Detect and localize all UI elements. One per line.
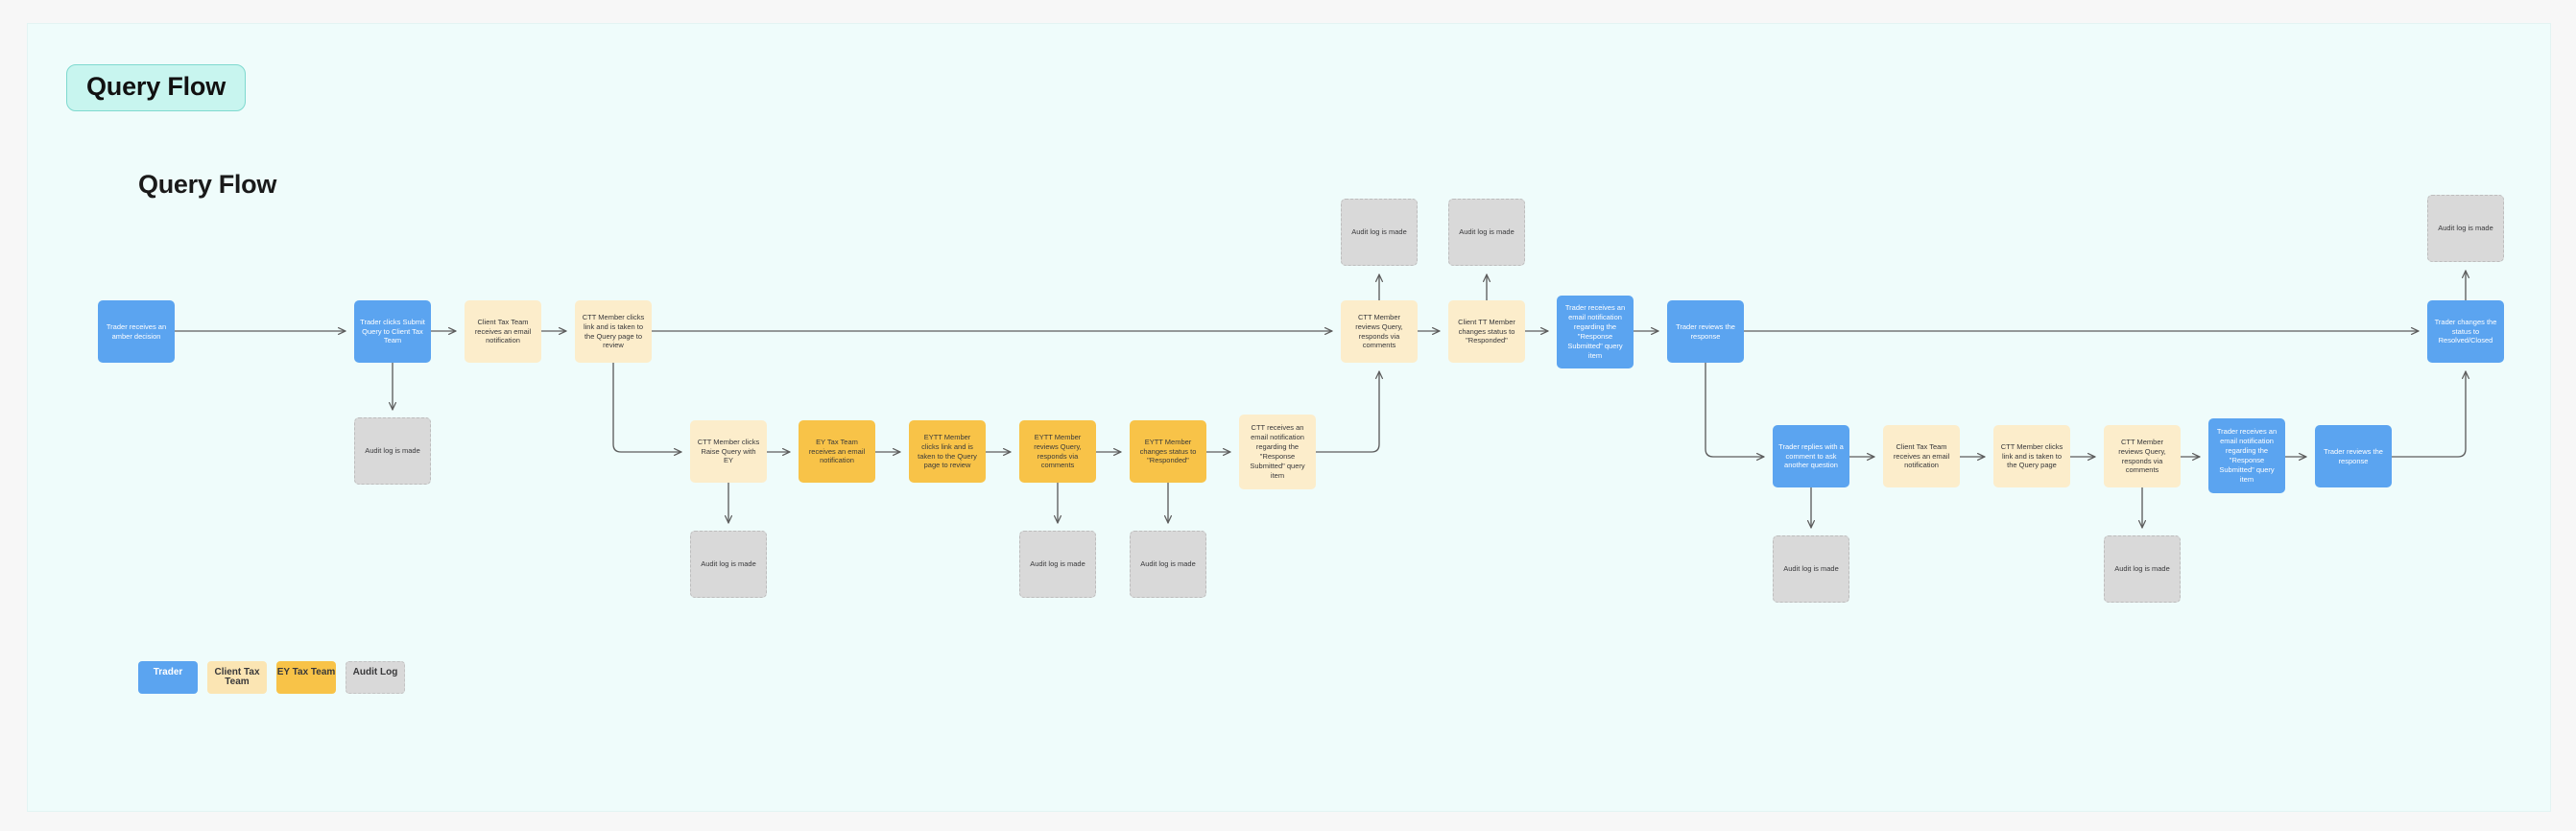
flow-node-n07[interactable]: Audit log is made <box>690 531 767 598</box>
flow-node-n10[interactable]: EYTT Member reviews Query, responds via … <box>1019 420 1096 483</box>
flow-node-n22[interactable]: Audit log is made <box>1773 535 1849 603</box>
legend-item-trader[interactable]: Trader <box>138 661 198 694</box>
flow-node-label: Client TT Member changes status to "Resp… <box>1458 317 1515 345</box>
flow-node-label: Audit log is made <box>2114 564 2170 574</box>
flow-node-label: Audit log is made <box>701 559 756 569</box>
frame-title-chip[interactable]: Query Flow <box>66 64 247 111</box>
connector-layer <box>174 270 2550 529</box>
flow-node-n17[interactable]: Audit log is made <box>1448 199 1525 266</box>
flow-node-n06[interactable]: CTT Member clicks Raise Query with EY <box>690 420 767 483</box>
flow-node-label: EYTT Member clicks link and is taken to … <box>918 432 977 470</box>
flow-node-n15[interactable]: Audit log is made <box>1341 199 1418 266</box>
flow-node-n01[interactable]: Trader receives an amber decision <box>98 300 175 363</box>
flow-node-n27[interactable]: Trader receives an email notification re… <box>2208 418 2285 493</box>
flow-node-label: Trader changes the status to Resolved/Cl… <box>2434 317 2497 345</box>
flow-node-n21[interactable]: Trader replies with a comment to ask ano… <box>1773 425 1849 487</box>
flow-node-label: Trader reviews the response <box>2324 446 2383 465</box>
flow-node-label: Audit log is made <box>2438 224 2493 233</box>
flow-node-label: CTT Member reviews Query, responds via c… <box>2118 437 2166 475</box>
flow-node-n26[interactable]: Audit log is made <box>2104 535 2181 603</box>
flow-node-label: Trader reviews the response <box>1676 321 1735 341</box>
flow-node-label: EYTT Member reviews Query, responds via … <box>1034 432 1082 470</box>
flow-node-label: Audit log is made <box>1030 559 1085 569</box>
flow-node-label: Trader clicks Submit Query to Client Tax… <box>360 317 425 345</box>
flow-node-n25[interactable]: CTT Member reviews Query, responds via c… <box>2104 425 2181 487</box>
flow-node-n30[interactable]: Trader changes the status to Resolved/Cl… <box>2427 300 2504 363</box>
legend-item-audit-log[interactable]: Audit Log <box>346 661 405 694</box>
flow-node-label: EYTT Member changes status to "Responded… <box>1139 437 1197 465</box>
flow-node-label: Trader receives an email notification re… <box>1564 303 1626 360</box>
flow-node-label: Client Tax Team receives an email notifi… <box>474 317 532 345</box>
flow-node-n04[interactable]: Client Tax Team receives an email notifi… <box>465 300 541 363</box>
diagram-title: Query Flow <box>138 170 277 199</box>
flow-node-n03[interactable]: Audit log is made <box>354 417 431 485</box>
flow-node-n23[interactable]: Client Tax Team receives an email notifi… <box>1883 425 1960 487</box>
flow-node-label: Client Tax Team receives an email notifi… <box>1893 441 1950 470</box>
flow-node-label: CTT Member reviews Query, responds via c… <box>1355 312 1403 350</box>
flow-node-label: CTT Member clicks link and is taken to t… <box>582 312 645 350</box>
flow-node-label: Audit log is made <box>1351 227 1407 237</box>
flow-node-n11[interactable]: Audit log is made <box>1019 531 1096 598</box>
whiteboard-canvas[interactable]: Query Flow Query Flow Trader receives an… <box>27 23 2551 812</box>
flow-node-label: CTT Member clicks Raise Query with EY <box>697 437 760 465</box>
flow-node-label: Audit log is made <box>1140 559 1196 569</box>
flow-node-n19[interactable]: Trader receives an email notification re… <box>1557 296 1634 368</box>
flow-node-n14[interactable]: CTT receives an email notification regar… <box>1239 415 1316 489</box>
flow-node-n18[interactable]: Client TT Member changes status to "Resp… <box>1448 300 1525 363</box>
legend-item-client-tax-team[interactable]: Client Tax Team <box>207 661 267 694</box>
flow-node-label: Trader receives an email notification re… <box>2216 427 2278 484</box>
flow-node-label: Audit log is made <box>1459 227 1515 237</box>
legend-item-ey-tax-team[interactable]: EY Tax Team <box>276 661 336 694</box>
flow-node-n28[interactable]: Trader reviews the response <box>2315 425 2392 487</box>
flow-node-label: Audit log is made <box>1783 564 1839 574</box>
flow-node-n20[interactable]: Trader reviews the response <box>1667 300 1744 363</box>
legend: Trader Client Tax Team EY Tax Team Audit Lo… <box>138 661 405 694</box>
flow-node-label: Trader receives an amber decision <box>106 321 167 341</box>
flow-node-n24[interactable]: CTT Member clicks link and is taken to t… <box>1993 425 2070 487</box>
flow-node-n29[interactable]: Audit log is made <box>2427 195 2504 262</box>
flow-node-n09[interactable]: EYTT Member clicks link and is taken to … <box>909 420 986 483</box>
flow-node-n16[interactable]: CTT Member reviews Query, responds via c… <box>1341 300 1418 363</box>
flow-node-label: EY Tax Team receives an email notificati… <box>808 437 866 465</box>
flow-node-label: CTT Member clicks link and is taken to t… <box>2000 441 2063 470</box>
flow-node-label: CTT receives an email notification regar… <box>1250 423 1305 480</box>
flow-node-n02[interactable]: Trader clicks Submit Query to Client Tax… <box>354 300 431 363</box>
flow-node-n13[interactable]: Audit log is made <box>1130 531 1206 598</box>
flow-node-n05[interactable]: CTT Member clicks link and is taken to t… <box>575 300 652 363</box>
flow-node-n08[interactable]: EY Tax Team receives an email notificati… <box>799 420 875 483</box>
flow-node-label: Audit log is made <box>365 446 420 456</box>
flow-node-label: Trader replies with a comment to ask ano… <box>1778 441 1844 470</box>
flow-node-n12[interactable]: EYTT Member changes status to "Responded… <box>1130 420 1206 483</box>
